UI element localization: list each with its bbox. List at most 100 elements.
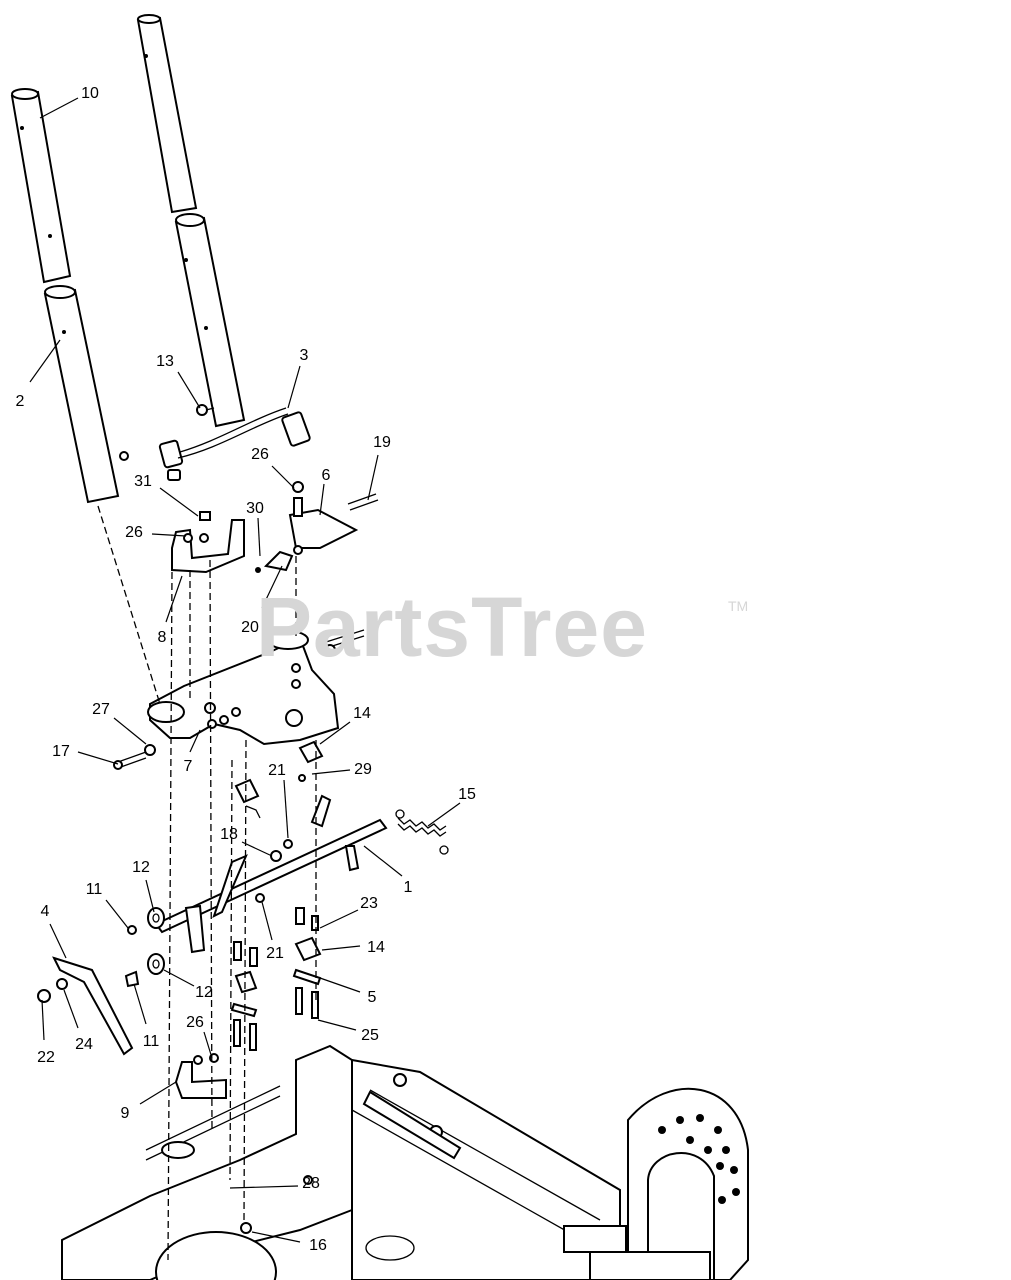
drive-disc	[563, 1087, 749, 1280]
parts-tree-watermark: PartsTree	[256, 580, 648, 674]
callout-leader-8	[165, 575, 183, 623]
callout-leader-14	[321, 945, 361, 951]
wire-harness	[158, 407, 311, 481]
callout-label-12: 12	[195, 984, 213, 1001]
callout-leader-23	[319, 909, 359, 929]
clip-29	[298, 774, 306, 782]
callout-label-19: 19	[373, 434, 391, 451]
bolt-near-tube	[119, 451, 129, 461]
mower-frame	[61, 1044, 621, 1280]
callout-label-16: 16	[309, 1237, 327, 1254]
callout-leader-17	[77, 751, 119, 765]
callout-label-18: 18	[220, 826, 238, 843]
callout-leader-26	[271, 465, 295, 489]
callout-leader-9	[139, 1081, 177, 1105]
callout-leader-28	[229, 1185, 299, 1189]
callout-leader-16	[251, 1231, 301, 1243]
callout-label-7: 7	[184, 758, 193, 775]
callout-label-5: 5	[368, 989, 377, 1006]
callout-leader-19	[367, 454, 379, 501]
callout-label-27: 27	[92, 701, 110, 718]
callout-label-17: 17	[52, 743, 70, 760]
callout-label-1: 1	[404, 879, 413, 896]
callout-label-21: 21	[266, 945, 284, 962]
callout-label-6: 6	[322, 467, 331, 484]
callout-leader-24	[63, 989, 79, 1029]
bolt-long	[324, 629, 365, 656]
bolt-11-lower	[124, 970, 140, 988]
callout-label-12: 12	[132, 859, 150, 876]
callout-leader-3	[287, 365, 301, 409]
callout-leader-11	[133, 983, 147, 1025]
pins-25	[233, 941, 319, 1051]
callout-leader-25	[317, 1019, 357, 1031]
callout-label-26: 26	[186, 1014, 204, 1031]
assembly-lines	[97, 505, 317, 1261]
callout-label-29: 29	[354, 761, 372, 778]
callout-label-22: 22	[37, 1049, 55, 1066]
callout-leader-13	[177, 371, 201, 409]
callout-leader-26	[151, 533, 187, 537]
callout-leader-2	[29, 339, 61, 383]
callout-label-30: 30	[246, 500, 264, 517]
callout-label-21: 21	[268, 762, 286, 779]
callout-leader-14	[319, 721, 351, 745]
callout-leader-10	[39, 97, 79, 119]
clamp-14-lower	[234, 936, 322, 994]
bolt-17	[113, 751, 147, 770]
callout-leader-21	[283, 779, 289, 839]
callout-leader-5	[319, 977, 361, 993]
washer-27	[144, 744, 156, 756]
callout-leader-27	[113, 717, 147, 745]
trademark-symbol: TM	[728, 598, 749, 614]
callout-label-15: 15	[458, 786, 476, 803]
pin-23	[295, 907, 319, 931]
washer-24	[56, 978, 68, 990]
callout-leader-12	[163, 969, 195, 987]
bracket-6	[288, 481, 359, 555]
link-5	[230, 968, 322, 1018]
bolt-11-upper	[127, 925, 137, 935]
callout-label-10: 10	[81, 85, 99, 102]
handle-tube-lower-right	[174, 213, 246, 428]
callout-label-25: 25	[361, 1027, 379, 1044]
callout-label-13: 13	[156, 353, 174, 370]
callout-leader-18	[241, 841, 273, 857]
callout-leader-20	[261, 565, 283, 609]
callout-label-31: 31	[134, 473, 152, 490]
callout-leader-6	[319, 483, 325, 516]
bearing-12-upper	[147, 907, 165, 929]
callout-leader-7	[189, 729, 201, 753]
callout-label-23: 23	[360, 895, 378, 912]
callout-leader-4	[49, 923, 67, 959]
clip-20	[255, 550, 294, 573]
callout-leader-22	[41, 999, 45, 1041]
callout-leader-21	[261, 901, 273, 941]
callout-label-14: 14	[353, 705, 371, 722]
callout-label-11: 11	[86, 881, 103, 898]
callout-label-26: 26	[125, 524, 143, 541]
callout-leader-15	[427, 802, 461, 827]
callout-leader-30	[257, 517, 261, 557]
callout-leader-31	[159, 487, 199, 517]
callout-leader-11	[105, 899, 129, 929]
callout-label-11: 11	[143, 1033, 160, 1050]
pin-19	[347, 493, 379, 511]
callout-label-9: 9	[121, 1105, 130, 1122]
callout-label-14: 14	[367, 939, 385, 956]
bearing-12-lower	[147, 953, 165, 975]
nut-22	[37, 989, 51, 1003]
callout-leader-1	[363, 845, 403, 877]
callout-label-4: 4	[41, 903, 50, 920]
callout-label-3: 3	[300, 347, 309, 364]
callout-label-20: 20	[241, 619, 259, 636]
handle-tube-upper-left	[10, 88, 72, 284]
handle-tube-lower-left	[43, 285, 120, 504]
clamp-upper-left	[234, 778, 261, 819]
callout-label-24: 24	[75, 1036, 93, 1053]
callout-label-8: 8	[158, 629, 167, 646]
callout-leader-26	[203, 1031, 213, 1059]
bracket-9	[174, 1053, 227, 1099]
callout-label-28: 28	[302, 1175, 320, 1192]
